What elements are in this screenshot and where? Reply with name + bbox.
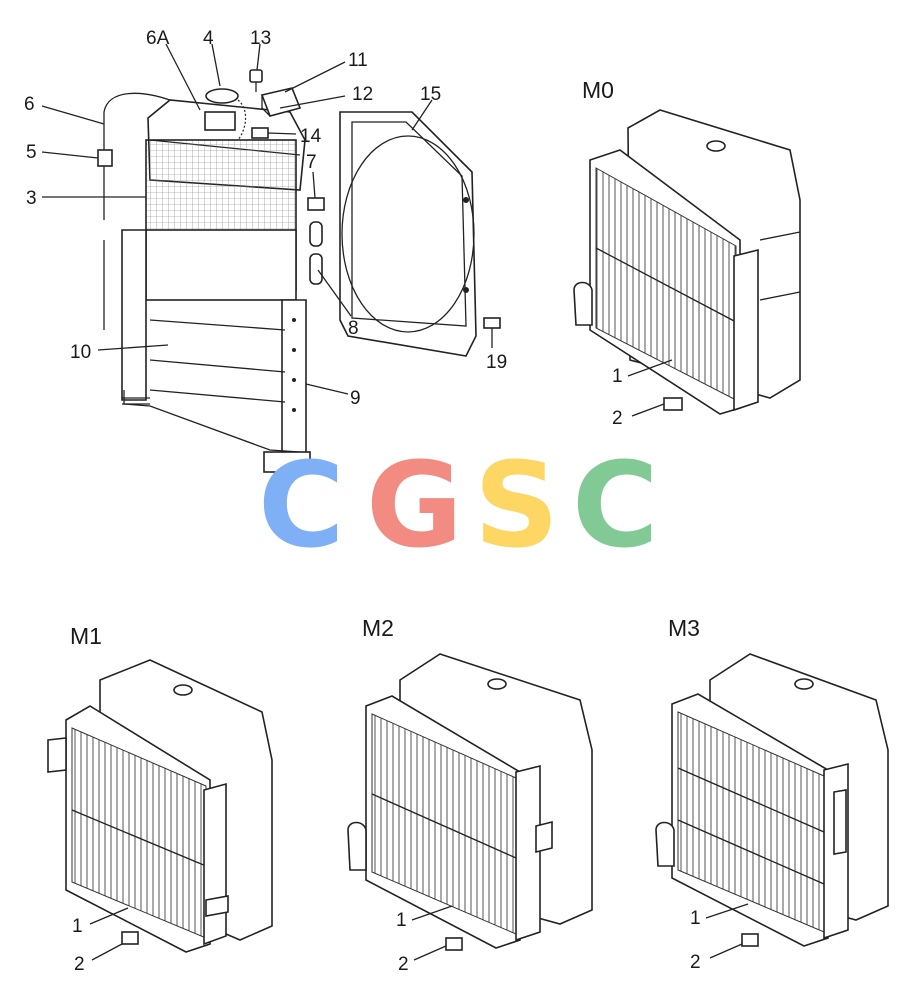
variant-m2-part-1: 1 [396, 910, 407, 931]
variant-m1-part-2: 2 [74, 954, 85, 975]
watermark-letter-c2: C [572, 436, 659, 574]
variant-m0: M0 1 2 [573, 77, 801, 429]
callout-10: 10 [70, 342, 91, 363]
variant-m2: M2 1 2 [347, 615, 593, 975]
callout-12: 12 [352, 84, 373, 105]
main-radiator-assembly [97, 69, 325, 473]
callout-9: 9 [350, 388, 361, 409]
variant-m1: M1 1 2 [47, 623, 273, 975]
variant-m3: M3 1 2 [655, 615, 889, 973]
callout-4: 4 [203, 28, 214, 49]
variant-m3-part-1: 1 [690, 908, 701, 929]
watermark-letter-s: S [474, 436, 559, 574]
callout-15: 15 [420, 84, 441, 105]
callout-6: 6 [24, 94, 35, 115]
variant-m0-part-2: 2 [612, 408, 623, 429]
callout-8: 8 [348, 318, 359, 339]
callout-13: 13 [250, 28, 271, 49]
variant-m1-part-1: 1 [72, 916, 83, 937]
variant-m3-part-2: 2 [690, 952, 701, 973]
fan-shroud [339, 111, 501, 357]
variant-m1-title: M1 [70, 623, 102, 649]
variant-m0-part-1: 1 [612, 366, 623, 387]
watermark-letter-c1: C [258, 436, 345, 574]
variant-m3-title: M3 [668, 615, 700, 641]
variant-m0-title: M0 [582, 77, 614, 103]
callout-6a: 6A [146, 28, 170, 49]
variant-m2-title: M2 [362, 615, 394, 641]
watermark-letter-g: G [366, 436, 463, 574]
callout-5: 5 [26, 142, 37, 163]
callout-19: 19 [486, 352, 507, 373]
main-callouts: 6A 4 13 11 12 15 6 5 3 14 7 8 10 9 19 [24, 28, 507, 409]
callout-7: 7 [306, 152, 317, 173]
callout-3: 3 [26, 188, 37, 209]
callout-14: 14 [300, 126, 322, 147]
variant-m2-part-2: 2 [398, 954, 409, 975]
callout-11: 11 [348, 50, 368, 71]
watermark-logo: C G S C [258, 436, 659, 574]
main-leader-lines [41, 43, 493, 395]
